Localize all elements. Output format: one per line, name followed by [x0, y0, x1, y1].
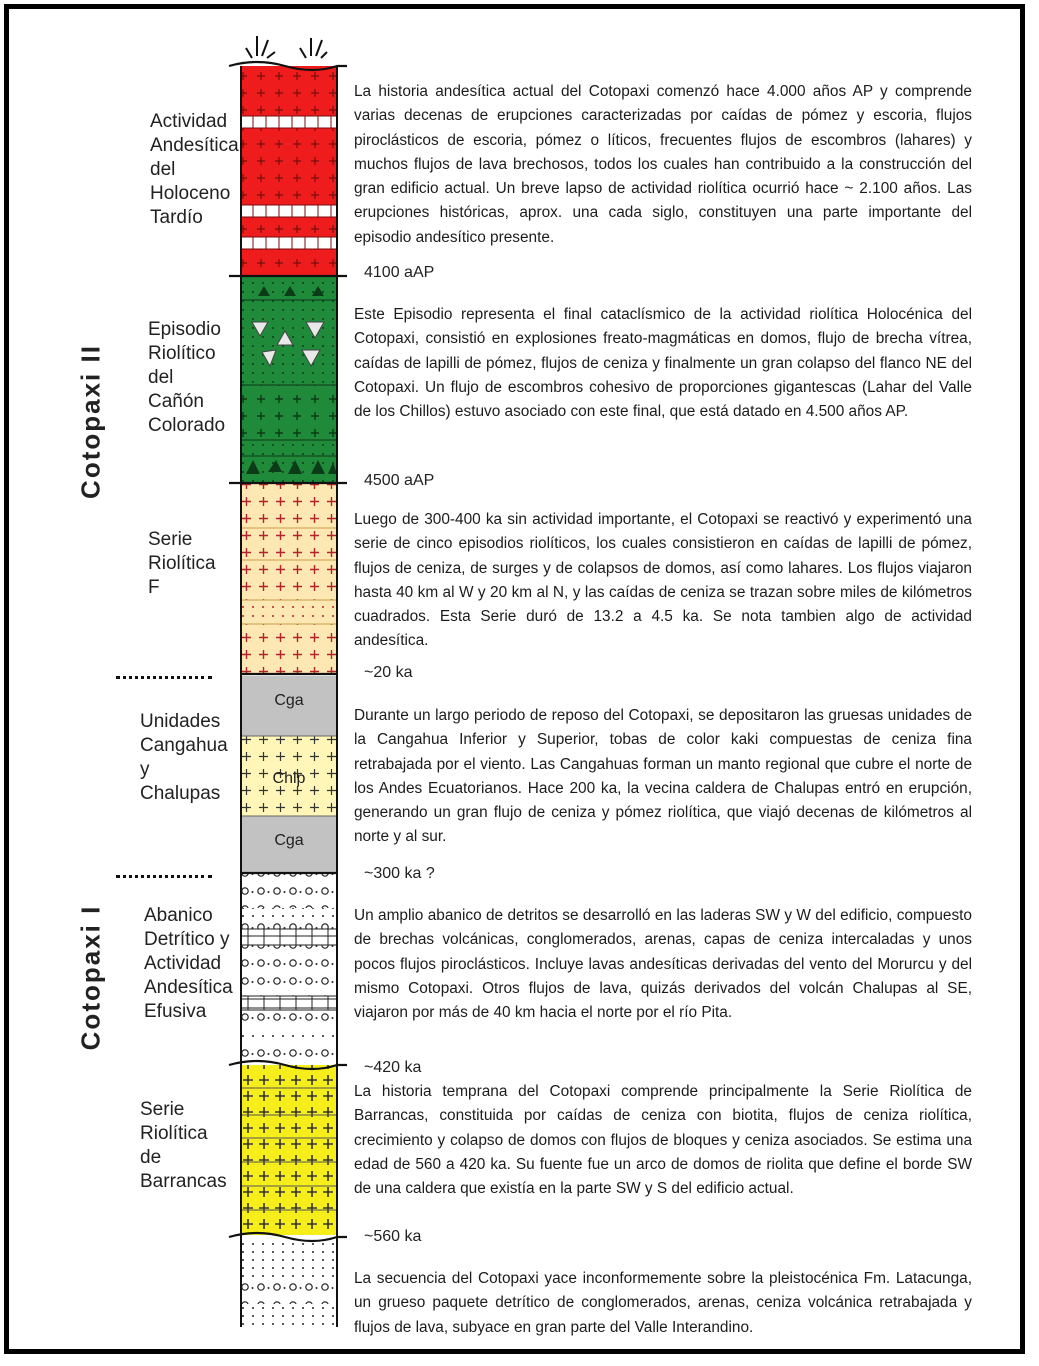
column-unit-basement [241, 1237, 337, 1327]
unit-code-cga-lower: Cga [274, 832, 304, 849]
unit-description-abanico-detritico: Un amplio abanico de detritos se desarro… [354, 907, 972, 1022]
eruption-vent-icon [245, 36, 328, 59]
group-label-cotopaxi-i: Cotopaxi I [75, 904, 106, 1051]
unit-label-serie-riolitica-f: Serie Riolítica F [148, 529, 216, 598]
unit-label-abanico-detritico: Abanico Detrítico y Actividad Andesítica… [144, 905, 233, 1022]
group-separator [116, 676, 212, 679]
unit-code-cga-upper: Cga [274, 692, 304, 709]
age-marker-560ka: ~560 ka [364, 1228, 422, 1245]
unit-description-canon-colorado: Este Episodio representa el final catacl… [354, 306, 972, 421]
column-unit-serie-riolitica-f [241, 483, 337, 673]
unit-label-andesitic-holocene: Actividad Andesítica del Holoceno Tardío [150, 111, 239, 228]
unit-description-andesitic-holocene: La historia andesítica actual del Cotopa… [354, 83, 972, 246]
unit-label-canon-colorado: Episodio Riolítico del Cañón Colorado [148, 319, 226, 436]
unit-label-cangahua-chalupas: Unidades Cangahua y Chalupas [140, 711, 228, 804]
unit-code-chlp: Chlp [272, 770, 306, 787]
column-unit-andesitic-holocene [241, 66, 337, 276]
column-unit-cangahua-chalupas [241, 676, 337, 872]
age-marker-20ka: ~20 ka [364, 664, 413, 681]
unit-description-basement: La secuencia del Cotopaxi yace inconform… [354, 1270, 972, 1336]
column-unit-barrancas [241, 1065, 337, 1235]
group-label-cotopaxi-ii: Cotopaxi II [75, 344, 106, 499]
unit-label-barrancas: Serie Riolítica de Barrancas [140, 1099, 227, 1192]
figure-frame [4, 4, 1025, 1354]
column-unit-canon-colorado [241, 276, 337, 483]
age-marker-4100: 4100 aAP [364, 264, 435, 281]
age-marker-420ka: ~420 ka [364, 1059, 422, 1076]
unit-description-serie-riolitica-f: Luego de 300-400 ka sin actividad import… [354, 511, 972, 650]
unit-description-cangahua-chalupas: Durante un largo periodo de reposo del C… [354, 707, 972, 846]
column-boundaries [228, 60, 347, 1243]
unit-description-barrancas: La historia temprana del Cotopaxi compre… [354, 1083, 972, 1198]
column-unit-abanico-detritico [241, 873, 337, 1065]
group-separator [116, 875, 212, 878]
age-marker-4500: 4500 aAP [364, 472, 435, 489]
age-marker-300ka: ~300 ka ? [364, 865, 435, 882]
